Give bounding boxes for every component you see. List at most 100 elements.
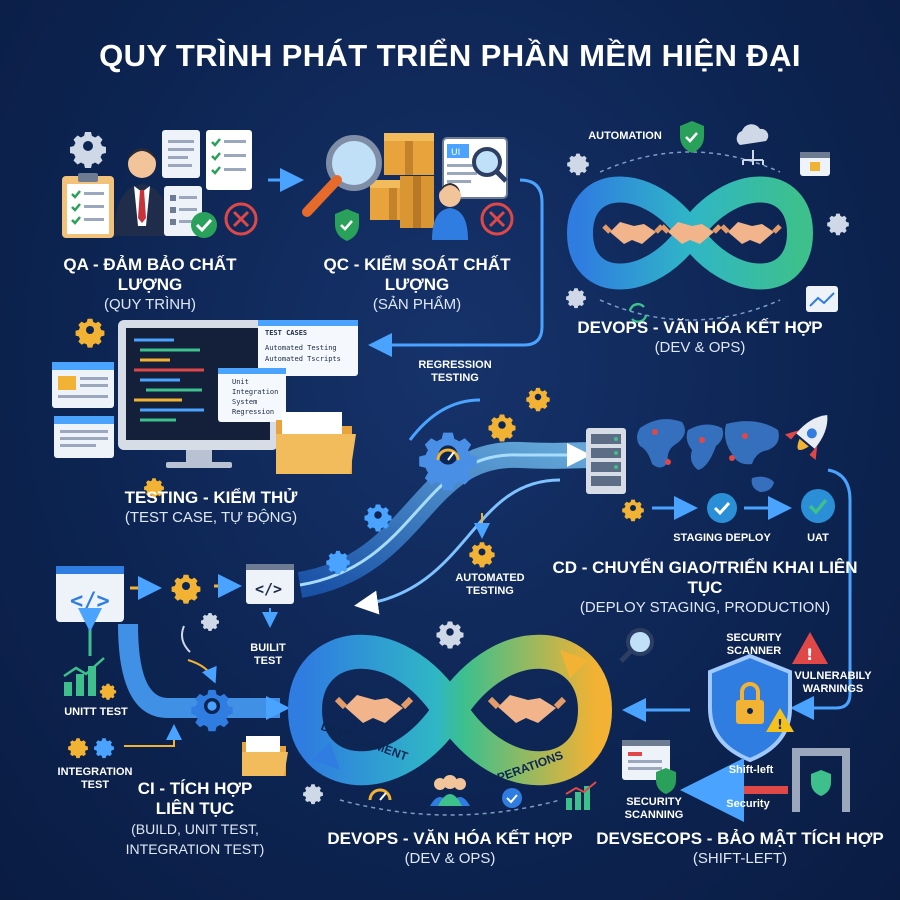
pipeline-stream xyxy=(297,387,591,615)
shift-left-label: Shift-left xyxy=(728,764,774,776)
qa-illustration xyxy=(62,130,258,238)
code-window-icon: </> xyxy=(246,564,294,604)
analytics-icon xyxy=(806,286,838,312)
cd-subtitle: (DEPLOY STAGING, PRODUCTION) xyxy=(579,599,831,616)
test-type-item: Integration xyxy=(232,388,278,396)
gear-icon xyxy=(567,153,589,176)
gear-icon xyxy=(488,414,516,442)
folder-icon xyxy=(276,412,356,474)
cloud-icon xyxy=(736,124,769,165)
checklist-icon xyxy=(206,130,252,190)
gauge-icon xyxy=(436,448,460,461)
svg-text:</>: </> xyxy=(70,589,110,614)
qc-illustration: UI xyxy=(302,133,514,241)
report-window-icon xyxy=(54,416,114,458)
gauge-icon xyxy=(368,788,392,801)
browser-window-icon xyxy=(800,152,830,176)
devops-top-title: DEVOPS - VĂN HÓA KẾT HỢP xyxy=(577,318,823,337)
rocket-icon xyxy=(784,415,828,461)
gear-icon xyxy=(622,499,644,522)
testing-illustration: TEST CASES Automated Testing Automated T… xyxy=(52,318,358,499)
automation-label: AUTOMATION xyxy=(588,130,662,142)
security-scanner-label: SECURITY SCANNER xyxy=(726,632,782,657)
devops-top-caption: DEVOPS - VĂN HÓA KẾT HỢP (DEV & OPS) xyxy=(575,318,825,358)
ci-title: CI - TÍCH HỢP LIÊN TỤC xyxy=(137,779,253,818)
staging-check-icon xyxy=(707,493,737,523)
automated-testing-label: AUTOMATED TESTING xyxy=(455,572,525,597)
test-cases-header: TEST CASES xyxy=(265,329,307,337)
security-scanning-label: SECURITY SCANNING xyxy=(624,796,684,821)
gear-icon xyxy=(99,683,117,700)
manager-avatar-icon xyxy=(114,148,170,236)
scan-report-icon xyxy=(622,740,670,780)
clipboard-icon xyxy=(62,173,114,238)
automation-cycle-arrow xyxy=(599,299,781,321)
devsecops-title: DEVSECOPS - BẢO MẬT TÍCH HỢP xyxy=(596,829,884,848)
test-cases-item: Automated Testing xyxy=(265,344,337,352)
gear-icon xyxy=(201,613,219,631)
ci-illustration: </> </> xyxy=(56,564,294,776)
security-label: Security xyxy=(726,798,770,810)
svg-text:</>: </> xyxy=(255,580,282,598)
magnifier-icon xyxy=(472,147,508,183)
code-window-icon: </> xyxy=(56,566,124,622)
automation-cycle-arrow xyxy=(599,151,781,173)
qc-title: QC - KIỂM SOÁT CHẤT LƯỢNG xyxy=(323,255,511,294)
cd-illustration xyxy=(586,415,852,720)
staging-deploy-label: STAGING DEPLOY xyxy=(673,532,771,544)
warning-icon: ! xyxy=(766,708,794,733)
gear-icon xyxy=(75,318,105,348)
devsecops-caption: DEVSECOPS - BẢO MẬT TÍCH HỢP (SHIFT-LEFT… xyxy=(590,829,890,869)
handshake-icon xyxy=(720,222,782,244)
uat-check-icon xyxy=(801,489,835,523)
gear-icon xyxy=(566,288,586,309)
devops-infinity-loop xyxy=(287,634,613,786)
ci-subtitle: (BUILD, UNIT TEST, INTEGRATION TEST) xyxy=(125,821,265,857)
devsecops-subtitle: (SHIFT-LEFT) xyxy=(692,850,788,867)
qa-subtitle: (QUY TRÌNH) xyxy=(104,296,196,313)
regression-testing-label: REGRESSION TESTING xyxy=(418,359,492,384)
bar-chart-icon xyxy=(565,781,597,810)
qc-subtitle: (SẢN PHẨM) xyxy=(372,296,462,313)
qc-caption: QC - KIỂM SOÁT CHẤT LƯỢNG (SẢN PHẨM) xyxy=(292,255,542,315)
document-icon xyxy=(162,130,200,178)
vulnerability-warnings-label: VULNERABILY WARNINGS xyxy=(794,670,872,695)
test-cases-card xyxy=(258,320,358,376)
magnifier-icon xyxy=(619,628,654,663)
cd-title: CD - CHUYỂN GIAO/TRIỂN KHAI LIÊN TỤC xyxy=(552,558,858,597)
qa-caption: QA - ĐẢM BẢO CHẤT LƯỢNG (QUY TRÌNH) xyxy=(30,255,270,315)
gear-icon xyxy=(70,132,106,168)
testing-caption: TESTING - KIỂM THỬ (TEST CASE, TỰ ĐỘNG) xyxy=(86,488,336,528)
handshake-icon xyxy=(660,222,722,244)
svg-text:UI: UI xyxy=(451,148,460,158)
devops-top-illustration xyxy=(566,121,849,324)
devops-bottom-subtitle: (DEV & OPS) xyxy=(404,850,496,867)
test-type-item: Unit xyxy=(232,378,249,386)
reject-icon xyxy=(224,202,258,236)
handshake-icon xyxy=(334,695,414,723)
gear-icon xyxy=(171,574,201,604)
qa-title: QA - ĐẢM BẢO CHẤT LƯỢNG xyxy=(63,255,237,294)
check-circle-icon xyxy=(191,212,217,238)
flow-arrow-rocket-uat xyxy=(790,468,852,720)
test-types-card xyxy=(218,368,286,422)
folder-icon xyxy=(242,736,288,776)
report-window-icon xyxy=(52,362,114,408)
devops-top-subtitle: (DEV & OPS) xyxy=(654,339,746,356)
sync-icon xyxy=(628,302,648,324)
team-icon xyxy=(430,775,470,806)
gear-icon xyxy=(364,504,392,532)
handshake-icon xyxy=(602,222,664,244)
gear-icon xyxy=(68,738,88,759)
ci-caption: CI - TÍCH HỢP LIÊN TỤC (BUILD, UNIT TEST… xyxy=(120,779,270,859)
devops-bottom-caption: DEVOPS - VĂN HÓA KẾT HỢP (DEV & OPS) xyxy=(325,829,575,869)
handshake-icon xyxy=(487,695,567,723)
world-map-icon xyxy=(637,419,779,492)
testing-title: TESTING - KIỂM THỬ xyxy=(124,488,298,507)
test-type-item: System xyxy=(232,398,257,406)
gear-icon xyxy=(436,621,464,649)
shield-check-icon xyxy=(656,768,676,794)
svg-text:!: ! xyxy=(806,645,813,664)
box-icon xyxy=(400,176,434,228)
